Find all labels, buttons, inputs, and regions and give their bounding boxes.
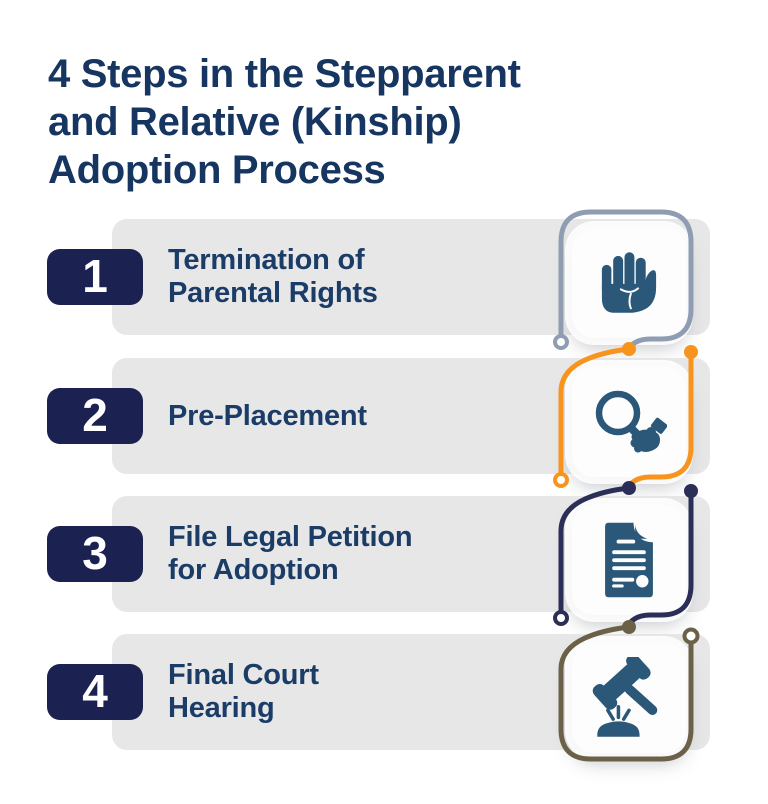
step-number-badge: 2 <box>47 388 143 444</box>
step-icon-card <box>572 367 686 477</box>
step-icon-card <box>572 505 686 615</box>
step-icon-card <box>572 228 686 338</box>
magnifying-glass-hand-icon <box>595 390 667 453</box>
step-number-badge: 4 <box>47 664 143 720</box>
page-title: 4 Steps in the Stepparent and Relative (… <box>48 52 521 192</box>
step-number: 3 <box>82 526 108 579</box>
step-number-badge: 1 <box>47 249 143 305</box>
step-label: Final Court Hearing <box>168 659 319 724</box>
step-number: 2 <box>82 388 108 441</box>
step-number: 4 <box>82 664 108 717</box>
step-label: Pre-Placement <box>168 399 367 432</box>
step-icon-card <box>572 643 686 753</box>
gavel-icon <box>592 657 658 737</box>
junction-dot-2-3 <box>622 481 636 495</box>
loop-2-top-dot <box>684 345 698 359</box>
step-label: File Legal Petition for Adoption <box>168 521 413 586</box>
loop-2-ring <box>553 472 569 488</box>
loop-3-ring <box>553 610 569 626</box>
loop-1-ring <box>553 334 569 350</box>
legal-document-icon <box>605 521 655 598</box>
step-label: Termination of Parental Rights <box>168 244 378 309</box>
step-number-badge: 3 <box>47 526 143 582</box>
junction-dot-3-4 <box>622 620 636 634</box>
step-number: 1 <box>82 249 108 302</box>
stop-hand-icon <box>601 252 657 313</box>
junction-dot-1-2 <box>622 342 636 356</box>
